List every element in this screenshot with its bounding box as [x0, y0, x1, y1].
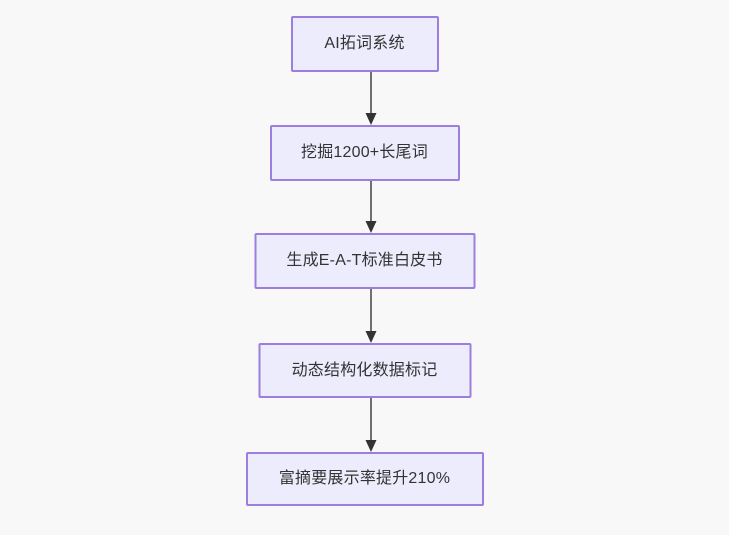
edge-n2-n3 — [365, 289, 377, 343]
flowchart-node-ai-keyword-system[interactable]: AI拓词系统 — [290, 16, 439, 72]
node-label: 挖掘1200+长尾词 — [301, 144, 428, 162]
flowchart-node-mine-longtail-keywords[interactable]: 挖掘1200+长尾词 — [269, 125, 460, 181]
flowchart-node-generate-eat-whitepaper[interactable]: 生成E-A-T标准白皮书 — [254, 233, 475, 289]
node-label: 动态结构化数据标记 — [291, 361, 438, 379]
flowchart-node-rich-snippet-rate-increase[interactable]: 富摘要展示率提升210% — [245, 452, 484, 506]
node-label: 富摘要展示率提升210% — [278, 470, 451, 488]
edge-n1-n2 — [365, 181, 377, 233]
edge-n3-n4 — [365, 398, 377, 452]
edge-n0-n1 — [365, 72, 377, 125]
node-label: 生成E-A-T标准白皮书 — [286, 252, 443, 270]
flowchart-node-dynamic-structured-data-markup[interactable]: 动态结构化数据标记 — [258, 343, 471, 398]
node-label: AI拓词系统 — [324, 35, 405, 53]
